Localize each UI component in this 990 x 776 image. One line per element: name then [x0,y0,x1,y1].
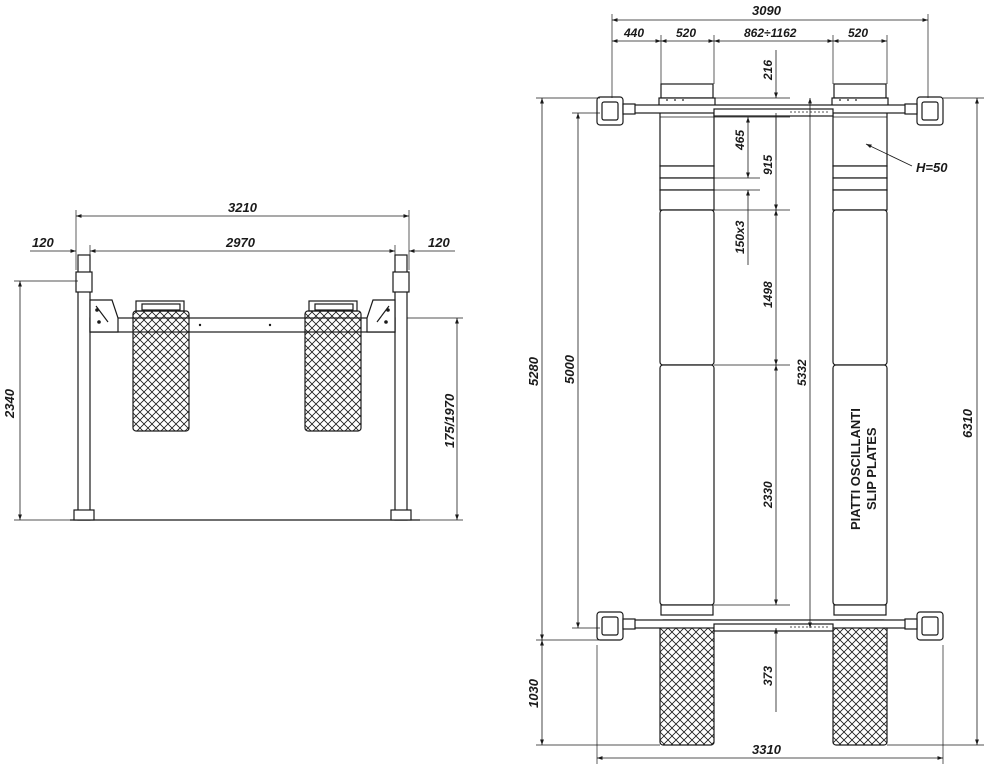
dim-465: 465 [733,130,747,151]
dim-120-right: 120 [428,235,450,250]
dim-150x3: 150x3 [733,220,747,254]
dim-440: 440 [623,26,644,40]
dim-2330: 2330 [761,481,775,509]
dim-2970: 2970 [225,235,256,250]
dim-1030: 1030 [526,678,541,708]
dim-120-left: 120 [32,235,54,250]
dim-5332: 5332 [795,359,809,386]
dim-373: 373 [761,666,775,686]
height-note: H=50 [916,160,948,175]
slip-plates-label-it: PIATTI OSCILLANTI [848,408,863,530]
dim-5000: 5000 [562,354,577,384]
dim-5280: 5280 [526,356,541,386]
dim-520-right: 520 [848,26,868,40]
dim-915: 915 [761,155,775,175]
dim-216: 216 [761,60,775,81]
dim-1498: 1498 [761,281,775,308]
dim-6310: 6310 [960,408,975,438]
slip-plates-label-en: SLIP PLATES [864,427,879,510]
dim-3090: 3090 [752,3,782,18]
top-view [536,14,984,764]
dim-175-1970: 175/1970 [442,393,457,448]
dim-520-left: 520 [676,26,696,40]
front-view [14,210,463,521]
dim-3310: 3310 [752,742,782,757]
dim-862-1162: 862÷1162 [744,26,797,40]
dim-3210: 3210 [228,200,258,215]
dim-2340: 2340 [2,388,17,419]
